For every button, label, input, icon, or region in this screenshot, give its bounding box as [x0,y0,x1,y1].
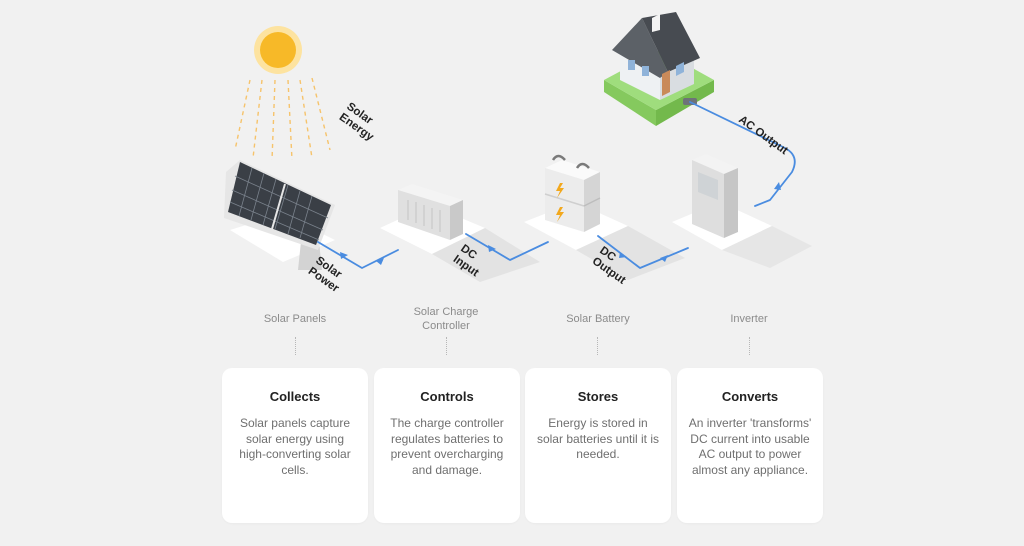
card-body: The charge controller regulates batterie… [390,416,504,477]
stage-label-charge-controller: Solar Charge Controller [413,306,479,332]
stage-label-inverter: Inverter [730,313,768,325]
battery-icon [544,154,601,232]
inverter-icon [692,154,738,238]
ac-output-label: AC Output [736,114,790,158]
card-controls: Controls The charge controller regulates… [374,368,520,523]
power-flow-line [317,101,796,269]
stage-label-solar-battery: Solar Battery [566,313,630,325]
card-body: Solar panels capture solar energy using … [239,416,351,477]
card-body: Energy is stored in solar batteries unti… [536,416,660,461]
dotted-connector [597,337,598,355]
solar-energy-label: Solar Energy [337,101,384,144]
card-converts: Converts An inverter 'transforms' DC cur… [677,368,823,523]
solar-panel-icon [224,160,335,270]
dotted-connector [295,337,296,355]
card-title: Collects [269,389,321,404]
stage-label-solar-panels: Solar Panels [263,313,327,325]
card-stores: Stores Energy is stored in solar batteri… [525,368,671,523]
card-body: An inverter 'transforms' DC current into… [688,416,812,477]
dotted-connector [749,337,750,355]
card-title: Controls [420,389,474,404]
charge-controller-icon [398,184,463,240]
dotted-connector [446,337,447,355]
flow-arrows [340,182,781,265]
sun-icon [254,26,302,74]
dc-input-label: DC Input [451,243,488,280]
house-icon [604,12,714,126]
card-collects: Collects Solar panels capture solar ener… [222,368,368,523]
sun-rays [234,77,331,161]
card-title: Converts [721,389,779,404]
card-title: Stores [577,389,619,404]
